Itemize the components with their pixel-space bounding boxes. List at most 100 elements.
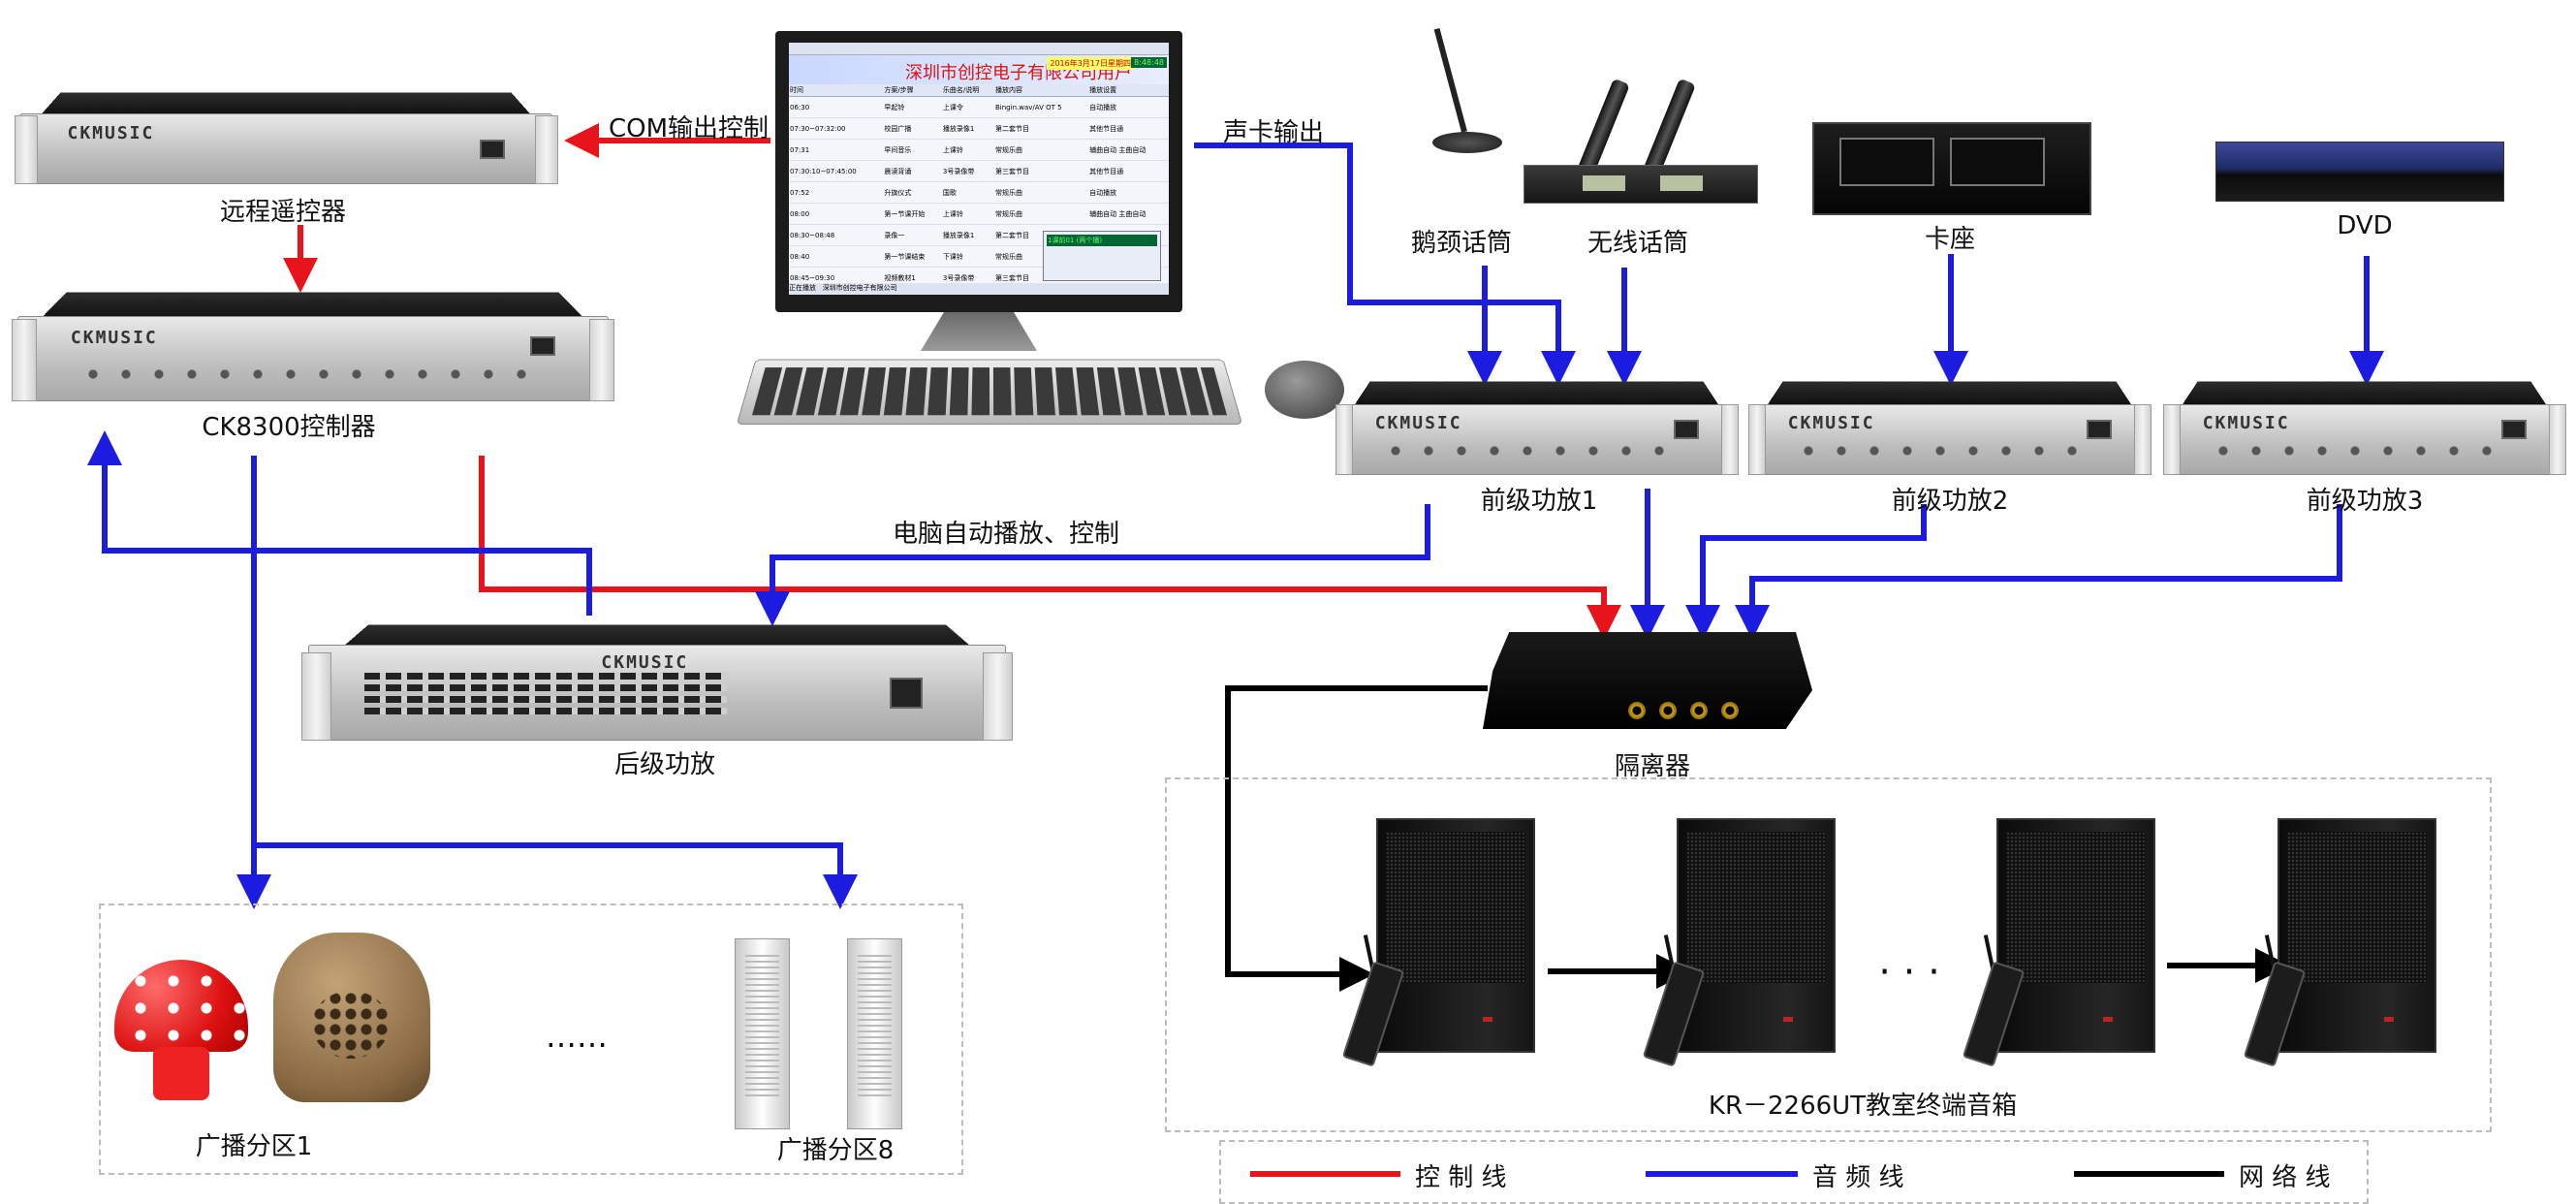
schedule-cell: 07:31 bbox=[789, 139, 884, 161]
schedule-cell: 早间音乐 bbox=[883, 139, 942, 161]
schedule-cell: 上课铃 bbox=[941, 139, 994, 161]
schedule-cell: 晨读背诵 bbox=[883, 160, 942, 182]
schedule-cell: 第一节课结束 bbox=[883, 245, 942, 268]
schedule-cell: 第一节课开始 bbox=[883, 203, 942, 225]
schedule-cell: 第二套节目 bbox=[994, 117, 1089, 140]
schedule-column-header: 播放内容 bbox=[994, 84, 1089, 97]
schedule-cell: 早起铃 bbox=[883, 96, 942, 118]
schedule-cell: 辅曲自动 主曲自动 bbox=[1088, 203, 1169, 225]
label-post-amp: 后级功放 bbox=[613, 750, 716, 779]
legend-network-label: 网 络 线 bbox=[2239, 1163, 2331, 1192]
label-com-output: COM输出控制 bbox=[609, 114, 770, 143]
brand-logo: CKMUSIC bbox=[1374, 412, 1462, 433]
label-zone-8: 广播分区8 bbox=[776, 1136, 895, 1165]
zone-broadcast-area bbox=[99, 903, 963, 1175]
schedule-cell: 其他节目通 bbox=[1088, 160, 1169, 182]
speaker-ellipsis: · · · bbox=[1878, 950, 1940, 995]
rock-speaker bbox=[273, 933, 430, 1102]
software-clock: 8:48:48 bbox=[1131, 57, 1167, 68]
schedule-cell: 常规乐曲 bbox=[994, 181, 1089, 204]
brand-logo: CKMUSIC bbox=[2202, 412, 2290, 433]
legend-audio-label: 音 频 线 bbox=[1812, 1163, 1904, 1192]
schedule-cell: 06:30 bbox=[789, 96, 884, 118]
schedule-cell: 录像一 bbox=[883, 224, 942, 246]
pre-amp-2-device: CKMUSIC bbox=[1747, 374, 2152, 475]
brand-logo: CKMUSIC bbox=[70, 328, 158, 349]
label-zone-1: 广播分区1 bbox=[195, 1132, 313, 1161]
wire-pre-amp3-to-isolator bbox=[1735, 504, 2342, 640]
schedule-cell: 上课铃 bbox=[941, 203, 994, 225]
schedule-column-header: 乐曲名/说明 bbox=[941, 84, 994, 97]
label-remote-controller: 远程遥控器 bbox=[219, 198, 347, 227]
column-speaker-1 bbox=[735, 938, 790, 1129]
schedule-cell: 自动播放 bbox=[1088, 96, 1169, 118]
player-label: 1课前01 (两个播) bbox=[1047, 235, 1157, 246]
schedule-cell: 自动播放 bbox=[1088, 181, 1169, 204]
wire-isolator-to-speaker1 bbox=[1225, 685, 1488, 992]
mouse bbox=[1265, 361, 1344, 419]
label-controller: CK8300控制器 bbox=[202, 413, 376, 442]
label-pre-amp-3: 前级功放3 bbox=[2306, 487, 2424, 516]
wire-controller-to-isolator bbox=[479, 456, 1621, 640]
label-dvd: DVD bbox=[2337, 211, 2393, 240]
cassette-deck-device bbox=[1812, 122, 2091, 215]
label-pre-amp-1: 前级功放1 bbox=[1480, 487, 1598, 516]
status-footer: 深圳市创控电子有限公司 bbox=[822, 284, 897, 292]
schedule-cell: 播放录像1 bbox=[941, 117, 994, 140]
wire-pre-amp1-to-post-amp bbox=[755, 504, 1430, 626]
wire-controller-to-zone8 bbox=[254, 842, 858, 909]
schedule-cell: 升旗仪式 bbox=[883, 181, 942, 204]
schedule-cell: 上课令 bbox=[941, 96, 994, 118]
label-cassette: 卡座 bbox=[1924, 225, 1976, 254]
wireless-mic-device bbox=[1524, 78, 1758, 213]
gooseneck-mic-device bbox=[1432, 25, 1510, 161]
schedule-cell: 常规乐曲 bbox=[994, 203, 1089, 225]
schedule-cell: 08:30~08:48 bbox=[789, 224, 884, 246]
brand-logo: CKMUSIC bbox=[67, 122, 155, 143]
schedule-cell: 国歌 bbox=[941, 181, 994, 204]
brand-logo: CKMUSIC bbox=[1787, 412, 1875, 433]
schedule-cell: 07:52 bbox=[789, 181, 884, 204]
schedule-column-header: 播放设置 bbox=[1088, 84, 1169, 97]
label-goose-mic: 鹅颈话筒 bbox=[1410, 229, 1513, 258]
isolator-device bbox=[1483, 632, 1812, 729]
pre-amp-1-device: CKMUSIC bbox=[1335, 374, 1740, 475]
brand-logo: CKMUSIC bbox=[601, 652, 689, 673]
pre-amp-3-device: CKMUSIC bbox=[2162, 374, 2567, 475]
schedule-cell: 其他节目通 bbox=[1088, 117, 1169, 140]
zone-ellipsis: …… bbox=[546, 1018, 608, 1055]
schedule-cell: 第三套节目 bbox=[994, 160, 1089, 182]
wire-pre-amp2-to-isolator bbox=[1685, 504, 1927, 640]
schedule-column-header: 方案/步骤 bbox=[883, 84, 942, 97]
status-text: 正在播放 bbox=[789, 284, 816, 292]
dvd-player-device bbox=[2215, 142, 2504, 202]
keyboard bbox=[736, 359, 1243, 425]
ck8300-controller-device: CKMUSIC bbox=[11, 283, 615, 401]
wire-soundcard-output bbox=[1194, 143, 1576, 386]
schedule-column-header: 时间 bbox=[789, 84, 884, 97]
column-speaker-2 bbox=[847, 938, 902, 1129]
schedule-cell: 辅曲自动 主曲自动 bbox=[1088, 139, 1169, 161]
schedule-cell: 校园广播 bbox=[883, 117, 942, 140]
pc-workstation: 深圳市创控电子有限公司用户 2016年3月17日星期四 8:48:48 时间方案… bbox=[736, 31, 1344, 516]
schedule-cell: 播放录像1 bbox=[941, 224, 994, 246]
label-classroom-speakers: KR－2266UT教室终端音箱 bbox=[1708, 1092, 2018, 1121]
monitor-screen: 深圳市创控电子有限公司用户 2016年3月17日星期四 8:48:48 时间方案… bbox=[775, 31, 1182, 312]
post-amp-device: CKMUSIC bbox=[300, 615, 1014, 741]
schedule-cell: 07:30~07:32:00 bbox=[789, 117, 884, 140]
schedule-cell: 07:30:10~07:45:00 bbox=[789, 160, 884, 182]
label-wireless-mic: 无线话筒 bbox=[1586, 229, 1689, 258]
label-isolator: 隔离器 bbox=[1614, 752, 1691, 781]
monitor-stand bbox=[921, 312, 1037, 351]
legend-control-label: 控 制 线 bbox=[1415, 1163, 1507, 1192]
label-pre-amp-2: 前级功放2 bbox=[1891, 487, 2009, 516]
schedule-cell: Bingin.wav/AV OT 5 bbox=[994, 96, 1089, 118]
schedule-cell: 下课铃 bbox=[941, 245, 994, 268]
